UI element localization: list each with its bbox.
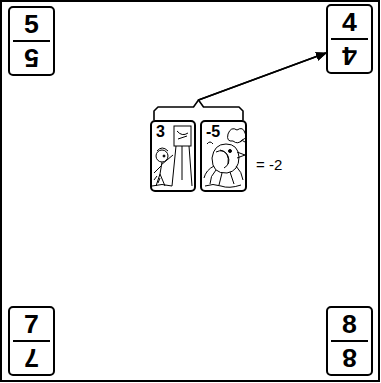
- number-card: 55: [8, 6, 55, 76]
- card-value: 3: [155, 124, 166, 140]
- card-number: 5: [10, 42, 53, 74]
- card-number: 7: [10, 308, 53, 340]
- card-number: 8: [328, 308, 371, 340]
- number-card: 44: [326, 4, 373, 74]
- card-number: 5: [10, 8, 53, 40]
- card-number: 4: [328, 6, 371, 38]
- card-number: 8: [328, 342, 371, 374]
- card-divider: [13, 40, 50, 42]
- card-divider: [331, 38, 368, 40]
- picture-card: -5: [200, 120, 247, 192]
- card-number: 7: [10, 342, 53, 374]
- result-label: = -2: [254, 157, 284, 174]
- number-card: 77: [8, 306, 55, 376]
- card-number: 4: [328, 40, 371, 72]
- number-card: 88: [326, 306, 373, 376]
- brace-arrow: [154, 53, 326, 120]
- card-value: -5: [205, 124, 221, 140]
- brace-arrow: [199, 53, 327, 120]
- card-divider: [13, 340, 50, 342]
- picture-card: 3: [150, 120, 196, 192]
- card-divider: [331, 340, 368, 342]
